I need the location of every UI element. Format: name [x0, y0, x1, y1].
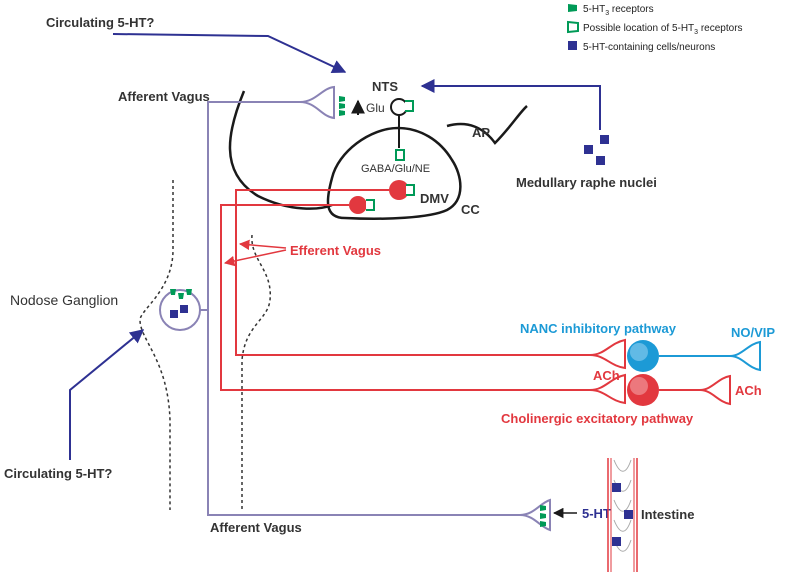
cholinergic-pathway-label: Cholinergic excitatory pathway: [501, 411, 694, 426]
nanc-neuron-axon-terminal: [659, 340, 761, 372]
dmv-neuron-1: [389, 180, 409, 200]
dmv-label: DMV: [420, 191, 449, 206]
circulating-bottom-arrow: [69, 329, 145, 460]
intestine-villi: [613, 459, 632, 552]
intestine-label: Intestine: [641, 507, 694, 522]
gaba-possible-receptor-icon: [395, 149, 405, 161]
efferent-cholinergic-line: [220, 204, 590, 391]
efferent-vagus-label: Efferent Vagus: [290, 243, 381, 258]
nodose-receptor-icon-3: [186, 289, 192, 295]
raphe-cell-2: [584, 145, 593, 154]
serotonin-cell-icon: [568, 41, 577, 50]
afferent-top-receptor-icon-2: [339, 103, 345, 109]
intestine-cell-2: [624, 510, 633, 519]
cholinergic-terminal: [589, 373, 626, 405]
receptor-filled-icon: [568, 4, 577, 12]
nts-possible-receptor-icon: [405, 100, 414, 112]
cc-label: CC: [461, 202, 480, 217]
afferent-top-terminal: [207, 85, 335, 324]
nerve-bundle-right: [241, 234, 271, 510]
nodose-cell-1: [170, 310, 178, 318]
legend: 5-HT3 receptors Possible location of 5-H…: [567, 4, 743, 53]
afferent-bottom-line: [207, 310, 551, 532]
raphe-cell-3: [596, 156, 605, 165]
medullary-raphe-label: Medullary raphe nuclei: [516, 175, 657, 190]
afferent-bottom-receptor-icon-3: [540, 521, 546, 527]
legend-possible-label: Possible location of 5-HT3 receptors: [583, 23, 743, 36]
afferent-bottom-receptor-icon-1: [540, 505, 546, 511]
ap-label: AP: [472, 125, 490, 140]
nanc-neuron-highlight: [630, 343, 648, 361]
raphe-cell-1: [600, 135, 609, 144]
afferent-bottom-receptor-icon-2: [540, 513, 546, 519]
nodose-receptor-icon-1: [170, 289, 176, 295]
legend-cells-label: 5-HT-containing cells/neurons: [583, 42, 715, 53]
afferent-top-receptor-icon-3: [339, 110, 345, 116]
legend-receptors-label: 5-HT3 receptors: [583, 4, 654, 17]
circulating-5ht-top-label: Circulating 5-HT?: [46, 15, 154, 30]
nts-neuron: [390, 98, 408, 116]
nts-arrow: [420, 79, 601, 130]
no-vip-label: NO/VIP: [731, 325, 775, 340]
cholinergic-neuron-axon-terminal: [659, 374, 731, 406]
efferent-arrow-2: [223, 249, 287, 267]
nanc-pathway-label: NANC inhibitory pathway: [520, 321, 677, 336]
afferent-top-receptor-icon-1: [339, 96, 345, 102]
dmv-region-outline: [326, 126, 462, 220]
dmv-neuron-2: [349, 196, 367, 214]
nodose-cell-2: [180, 305, 188, 313]
intestine-cell-1: [612, 483, 621, 492]
circulating-top-arrow: [112, 33, 347, 74]
afferent-vagus-top-label: Afferent Vagus: [118, 89, 210, 104]
afferent-vagus-bottom-label: Afferent Vagus: [210, 520, 302, 535]
ach-right-label: ACh: [735, 383, 762, 398]
glu-label: Glu: [366, 101, 385, 115]
dmv-possible-receptor-icon-2: [366, 199, 375, 211]
area-postrema-outline: [446, 105, 528, 145]
nanc-terminal: [589, 338, 626, 370]
nts-label: NTS: [372, 79, 398, 94]
efferent-nanc-line: [235, 189, 590, 356]
intestine: [607, 458, 638, 572]
receptor-outline-icon: [567, 20, 579, 34]
circulating-5ht-bottom-label: Circulating 5-HT?: [4, 466, 112, 481]
nodose-ganglion-label: Nodose Ganglion: [10, 292, 118, 308]
intestine-cell-3: [612, 537, 621, 546]
ach-top-label: ACh: [593, 368, 620, 383]
brainstem-outline: [228, 90, 333, 210]
cholinergic-neuron-highlight: [630, 377, 648, 395]
nerve-bundle-left: [139, 180, 174, 510]
nodose-receptor-icon-2: [178, 293, 184, 299]
five-ht-label: 5-HT: [582, 506, 611, 521]
gaba-glu-ne-label: GABA/Glu/NE: [361, 163, 430, 175]
efferent-arrow-1: [238, 239, 287, 251]
dmv-possible-receptor-icon-1: [406, 184, 415, 196]
